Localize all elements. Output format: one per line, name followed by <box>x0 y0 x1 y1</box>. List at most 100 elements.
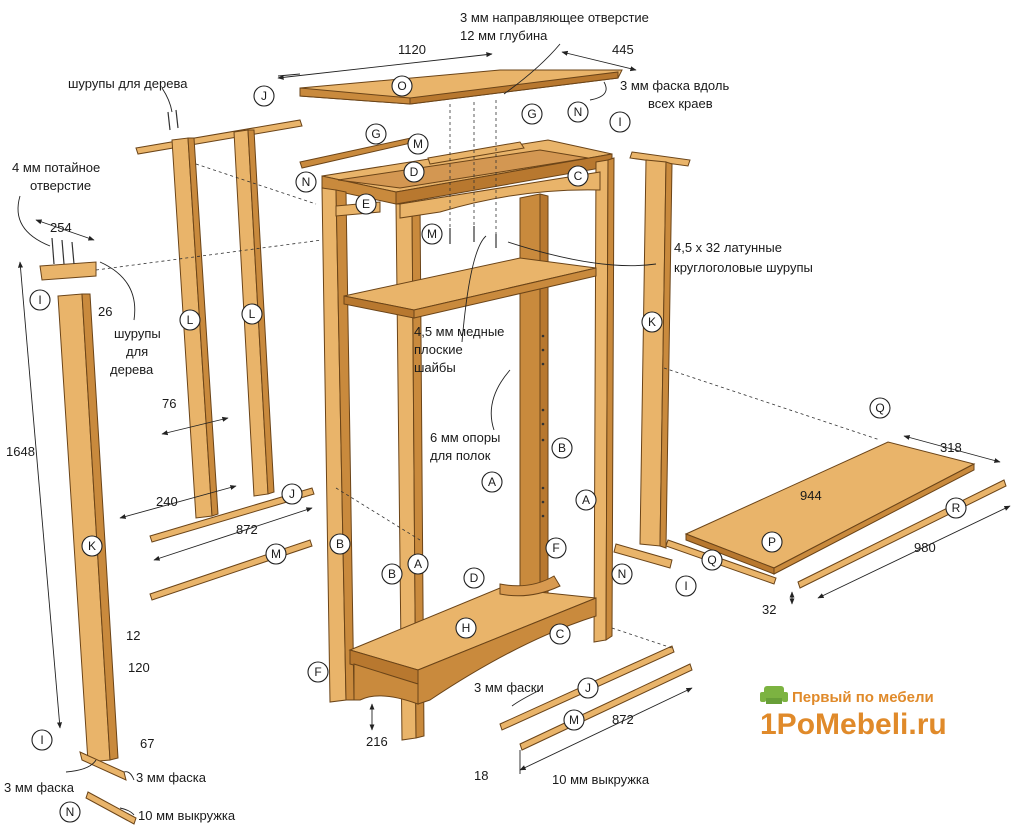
svg-text:B: B <box>558 441 566 455</box>
svg-text:B: B <box>388 567 396 581</box>
chamfer-3mm-a-text: 3 мм фаска <box>136 770 207 785</box>
label-m-2: M <box>421 223 443 245</box>
label-i-left: I <box>29 289 51 311</box>
svg-text:F: F <box>552 541 559 555</box>
dim-shelf-depth: 318 <box>940 440 962 455</box>
screws <box>51 109 497 265</box>
label-c-top: C <box>567 165 589 187</box>
label-b-2: B <box>329 533 351 555</box>
dimension-lines <box>17 219 1011 771</box>
washers-text-1: 4,5 мм медные <box>414 324 504 339</box>
svg-text:R: R <box>952 501 961 515</box>
sofa-icon <box>760 686 788 704</box>
label-j-bottom: J <box>577 677 599 699</box>
label-m-4: M <box>563 709 585 731</box>
brand-logo: Первый по мебели 1PoMebeli.ru <box>760 686 947 741</box>
part-k-leg-right <box>613 151 691 569</box>
svg-text:G: G <box>527 107 536 121</box>
dim-top-depth: 445 <box>612 42 634 57</box>
svg-text:I: I <box>684 579 687 593</box>
pilot-hole-text-2: 12 мм глубина <box>460 28 548 43</box>
dim-stile-width: 76 <box>162 396 176 411</box>
shelf-pins-text-1: 6 мм опоры <box>430 430 500 445</box>
svg-text:E: E <box>362 197 370 211</box>
dim-foot-thick: 26 <box>98 304 112 319</box>
svg-text:J: J <box>261 89 267 103</box>
svg-text:I: I <box>618 115 621 129</box>
wood-screws-side-text-3: дерева <box>110 362 154 377</box>
svg-text:A: A <box>582 493 590 507</box>
svg-text:J: J <box>289 487 295 501</box>
label-a-1: A <box>481 471 503 493</box>
svg-text:M: M <box>569 713 579 727</box>
label-j-left: J <box>281 483 303 505</box>
label-b-3: B <box>381 563 403 585</box>
dim-foot-height: 67 <box>140 736 154 751</box>
svg-text:F: F <box>314 665 321 679</box>
svg-text:M: M <box>413 137 423 151</box>
label-j-top: J <box>253 85 275 107</box>
cove-10mm-left-text: 10 мм выкружка <box>138 808 236 823</box>
label-a-2: A <box>575 489 597 511</box>
wood-screws-top-text: шурупы для дерева <box>68 76 188 91</box>
dim-strip-thick: 32 <box>762 602 776 617</box>
svg-text:H: H <box>462 621 471 635</box>
label-l-1: L <box>179 309 201 331</box>
brass-screws-text-2: круглоголовые шурупы <box>674 260 813 275</box>
label-i-mid: I <box>675 575 697 597</box>
svg-text:N: N <box>618 567 627 581</box>
dimension-values: 1120 445 254 26 1648 76 240 872 12 120 6… <box>6 42 962 783</box>
dim-top-length: 1120 <box>398 42 426 57</box>
annotations: 3 мм направляющее отверстие 12 мм глубин… <box>4 10 813 823</box>
cabinet-assembly <box>299 135 615 741</box>
label-r: R <box>945 497 967 519</box>
dim-strip-length: 980 <box>914 540 936 555</box>
wood-screws-side-text-2: для <box>126 344 148 359</box>
dim-shelf-length: 944 <box>800 488 822 503</box>
svg-text:Q: Q <box>707 553 716 567</box>
part-labels: O J G M G N I D C N E M I L L K Q B A J … <box>29 75 967 823</box>
label-n-2: N <box>295 171 317 193</box>
label-i-bottom: I <box>31 729 53 751</box>
part-rails-bottom <box>499 645 693 751</box>
dim-rail-width: 240 <box>156 494 178 509</box>
dim-rail-length-left: 872 <box>236 522 258 537</box>
part-k-leg-left <box>39 261 137 825</box>
countersink-text-2: отверстие <box>30 178 91 193</box>
svg-text:O: O <box>397 79 406 93</box>
label-o: O <box>391 75 413 97</box>
chamfer-3mm-b-text: 3 мм фаска <box>4 780 75 795</box>
chamfer-edges-text-2: всех краев <box>648 96 713 111</box>
part-top-o <box>277 50 637 105</box>
washers-text-2: плоские <box>414 342 463 357</box>
label-q-bottom: Q <box>701 549 723 571</box>
label-k-right: K <box>641 311 663 333</box>
label-g-2: G <box>521 103 543 125</box>
label-n-bottom: N <box>59 801 81 823</box>
label-b-1: B <box>551 437 573 459</box>
svg-text:K: K <box>648 315 656 329</box>
label-d-bottom: D <box>463 567 485 589</box>
svg-text:M: M <box>271 547 281 561</box>
label-f-2: F <box>307 661 329 683</box>
label-d-top: D <box>403 161 425 183</box>
svg-text:L: L <box>249 307 256 321</box>
label-m-1: M <box>407 133 429 155</box>
guide-lines <box>95 100 881 649</box>
cove-10mm-right-text: 10 мм выкружка <box>552 772 650 787</box>
label-c-bottom: C <box>549 623 571 645</box>
svg-text:J: J <box>585 681 591 695</box>
label-n-3: N <box>611 563 633 585</box>
dim-leg-height: 1648 <box>6 444 35 459</box>
label-h: H <box>455 617 477 639</box>
brass-screws-text-1: 4,5 x 32 латунные <box>674 240 782 255</box>
svg-text:D: D <box>470 571 479 585</box>
wood-screws-side-text-1: шурупы <box>114 326 161 341</box>
label-n-1: N <box>567 101 589 123</box>
washers-text-3: шайбы <box>414 360 456 375</box>
label-e: E <box>355 193 377 215</box>
label-g-1: G <box>365 123 387 145</box>
svg-text:Q: Q <box>875 401 884 415</box>
svg-text:N: N <box>66 805 75 819</box>
